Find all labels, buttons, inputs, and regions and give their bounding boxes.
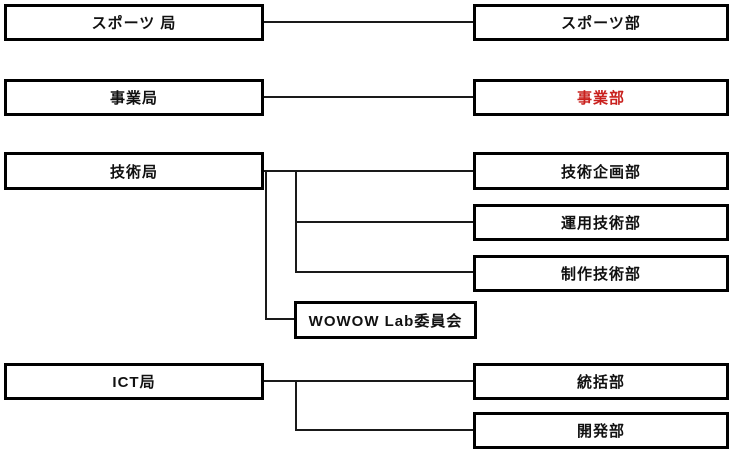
connector-development <box>295 429 473 431</box>
connector-ict-branch-vertical <box>295 380 297 430</box>
node-label: 制作技術部 <box>560 266 641 283</box>
node-label: 技術局 <box>109 163 158 181</box>
connector-wowow <box>265 318 294 320</box>
node-label: ICT局 <box>112 374 156 391</box>
node-operation-tech-dept: 運用技術部 <box>473 204 729 241</box>
node-tech-bureau: 技術局 <box>4 152 264 190</box>
node-business-dept: 事業部 <box>473 79 729 116</box>
connector-operation-tech <box>295 221 473 223</box>
node-production-tech-dept: 制作技術部 <box>473 255 729 292</box>
node-label: スポーツ 局 <box>91 15 177 32</box>
node-label: 統括部 <box>576 374 625 391</box>
node-business-bureau: 事業局 <box>4 79 264 116</box>
connector-wowow-vertical <box>265 170 267 320</box>
node-label: WOWOW Lab委員会 <box>308 312 463 330</box>
node-label: 開発部 <box>576 423 625 440</box>
node-development-dept: 開発部 <box>473 412 729 449</box>
connector-business <box>264 96 473 98</box>
node-label: 技術企画部 <box>560 163 641 181</box>
connector-sports <box>264 21 473 23</box>
node-label-highlighted: 事業部 <box>576 90 625 107</box>
node-sports-bureau: スポーツ 局 <box>4 4 264 41</box>
connector-ict-general <box>263 380 473 382</box>
node-label: 事業局 <box>109 90 158 107</box>
node-wowow-lab-committee: WOWOW Lab委員会 <box>294 301 477 339</box>
connector-production-tech <box>295 271 473 273</box>
node-general-dept: 統括部 <box>473 363 729 400</box>
node-ict-bureau: ICT局 <box>4 363 264 400</box>
connector-tech-planning <box>264 170 473 172</box>
node-label: スポーツ部 <box>561 15 641 32</box>
node-label: 運用技術部 <box>560 215 641 232</box>
node-sports-dept: スポーツ部 <box>473 4 729 41</box>
node-tech-planning-dept: 技術企画部 <box>473 152 729 190</box>
